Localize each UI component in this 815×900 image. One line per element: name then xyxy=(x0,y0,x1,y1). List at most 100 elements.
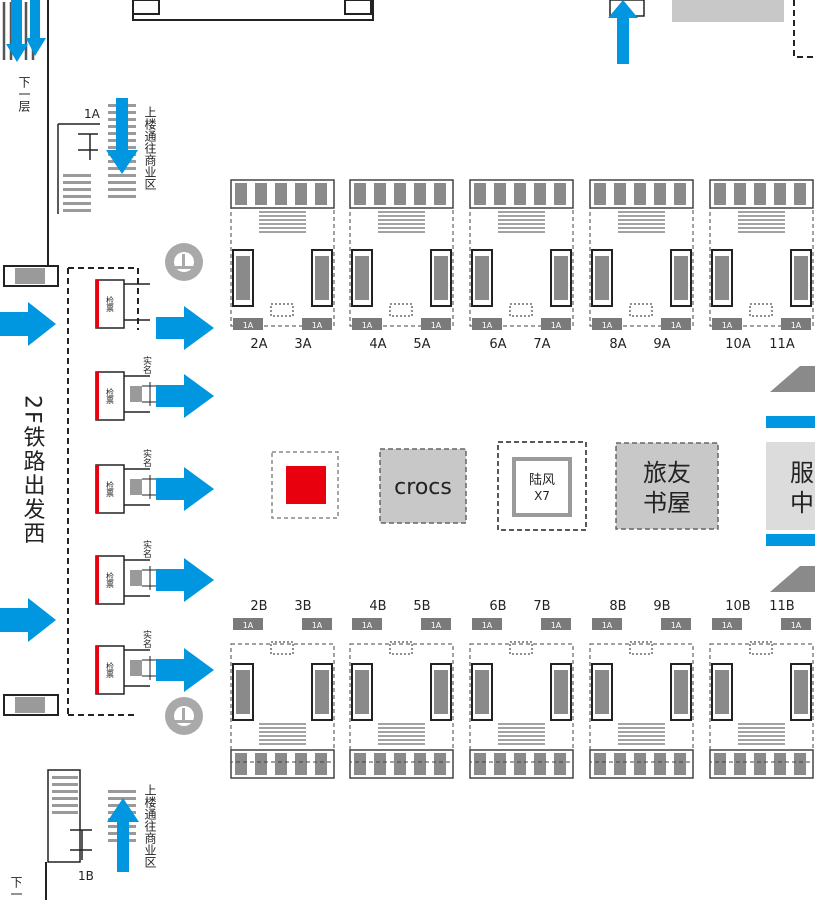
gate-number: 5B xyxy=(413,599,430,614)
waiting-block[interactable]: 1A 1A 8A 9A xyxy=(589,179,694,352)
gate-plate: 1A xyxy=(551,621,562,630)
gate-arrow-icon xyxy=(156,558,214,602)
barrier-label: 实名 xyxy=(141,539,152,559)
barrier-label: 实名 xyxy=(141,448,152,468)
waiting-block[interactable]: 1A 1A 10A 11A xyxy=(709,179,814,352)
waiting-block[interactable]: 1A 1A 6B 7B xyxy=(469,599,574,779)
gate-label: 检票 xyxy=(106,661,115,678)
shop-crocs-label: crocs xyxy=(394,475,452,500)
gate-plate: 1A xyxy=(312,321,323,330)
gate-plate: 1A xyxy=(362,321,373,330)
gate-plate: 1A xyxy=(602,321,613,330)
gate-number: 11A xyxy=(769,337,795,352)
gate-plate: 1A xyxy=(243,621,254,630)
gate-arrow-icon xyxy=(156,648,214,692)
gate-plate: 1A xyxy=(722,321,733,330)
down-floor-bottom-label: 下一 xyxy=(9,876,23,900)
ticket-gate[interactable]: 检票 实名 xyxy=(95,539,156,605)
stairs-1a-code: 1A xyxy=(84,107,101,121)
shop-bookstore-line1: 旅友 xyxy=(643,459,691,487)
gate-arrow-icon xyxy=(156,306,214,350)
arrow-down-1a-icon xyxy=(106,98,138,174)
gate-plate: 1A xyxy=(791,621,802,630)
shop-bookstore-line2: 书屋 xyxy=(643,489,691,517)
gate-number: 10B xyxy=(725,599,750,614)
down-floor-label: 下一层 xyxy=(17,76,31,113)
gate-plate: 1A xyxy=(602,621,613,630)
gate-label: 检票 xyxy=(106,295,115,312)
service-center[interactable]: 服 中 xyxy=(766,366,815,592)
gate-number: 2B xyxy=(250,599,267,614)
gate-number: 7A xyxy=(533,337,550,352)
marker-red-kiosk[interactable] xyxy=(271,451,339,519)
shop-crocs[interactable]: crocs xyxy=(379,448,467,524)
waiting-block[interactable]: 1A 1A 6A 7A xyxy=(469,179,574,352)
gate-number: 3A xyxy=(294,337,311,352)
gate-plate: 1A xyxy=(722,621,733,630)
gate-number: 4B xyxy=(369,599,386,614)
gate-number: 9A xyxy=(653,337,670,352)
gate-label: 检票 xyxy=(106,571,115,588)
barrier-label: 实名 xyxy=(141,629,152,649)
ticket-gate[interactable]: 检票 实名 xyxy=(95,448,156,514)
elevator-bottom-icon xyxy=(165,697,203,735)
entrance-arrow-lower-icon xyxy=(0,598,56,642)
waiting-block[interactable]: 1A 1A 2B 3B xyxy=(230,599,335,779)
gate-plate: 1A xyxy=(671,321,682,330)
gate-number: 8A xyxy=(609,337,626,352)
waiting-block[interactable]: 1A 1A 2A 3A xyxy=(230,179,335,352)
gate-number: 8B xyxy=(609,599,626,614)
gate-number: 9B xyxy=(653,599,670,614)
shop-luren[interactable]: 陆风 X7 xyxy=(497,441,587,531)
stairs-1b: 1B xyxy=(45,769,139,900)
stair-up-bottom-label: 上楼通往商业区 xyxy=(143,784,157,868)
gate-number: 6B xyxy=(489,599,506,614)
gate-number: 5A xyxy=(413,337,430,352)
gate-label: 检票 xyxy=(106,387,115,404)
stair-up-top-label: 上楼通往商业区 xyxy=(143,106,157,190)
ticket-gate[interactable]: 检票 实名 xyxy=(95,629,156,695)
gate-arrow-icon xyxy=(156,467,214,511)
stairs-1b-code: 1B xyxy=(78,869,94,883)
service-center-line1: 服 xyxy=(790,459,814,487)
arrow-up-top-icon xyxy=(608,0,638,64)
entrance-arrow-upper-icon xyxy=(0,302,56,346)
gate-plate: 1A xyxy=(791,321,802,330)
gate-number: 6A xyxy=(489,337,506,352)
left-entrance xyxy=(3,265,139,716)
gate-plate: 1A xyxy=(243,321,254,330)
shop-bookstore[interactable]: 旅友 书屋 xyxy=(615,442,719,530)
top-structure xyxy=(132,0,815,58)
gate-number: 7B xyxy=(533,599,550,614)
service-center-line2: 中 xyxy=(790,489,814,517)
gate-number: 11B xyxy=(769,599,794,614)
gate-label: 检票 xyxy=(106,480,115,497)
gate-number: 4A xyxy=(369,337,386,352)
gate-plate: 1A xyxy=(551,321,562,330)
gate-number: 2A xyxy=(250,337,267,352)
waiting-block[interactable]: 1A 1A 8B 9B xyxy=(589,599,694,779)
hall-name: 2F铁路出发西 xyxy=(20,395,46,546)
gate-number: 3B xyxy=(294,599,311,614)
gate-plate: 1A xyxy=(482,321,493,330)
stairs-1a: 1A xyxy=(57,98,138,214)
gate-arrow-icon xyxy=(156,374,214,418)
gate-plate: 1A xyxy=(431,621,442,630)
waiting-block[interactable]: 1A 1A 10B 11B xyxy=(709,599,814,779)
gate-plate: 1A xyxy=(482,621,493,630)
shop-luren-sub: X7 xyxy=(534,489,550,503)
arrow-up-1b-icon xyxy=(107,798,139,872)
gate-number: 10A xyxy=(725,337,751,352)
elevator-top-icon xyxy=(165,243,203,281)
ticket-gate[interactable]: 检票 xyxy=(95,279,150,329)
gate-plate: 1A xyxy=(312,621,323,630)
gate-plate: 1A xyxy=(671,621,682,630)
stairs-down-top-left xyxy=(2,0,49,265)
